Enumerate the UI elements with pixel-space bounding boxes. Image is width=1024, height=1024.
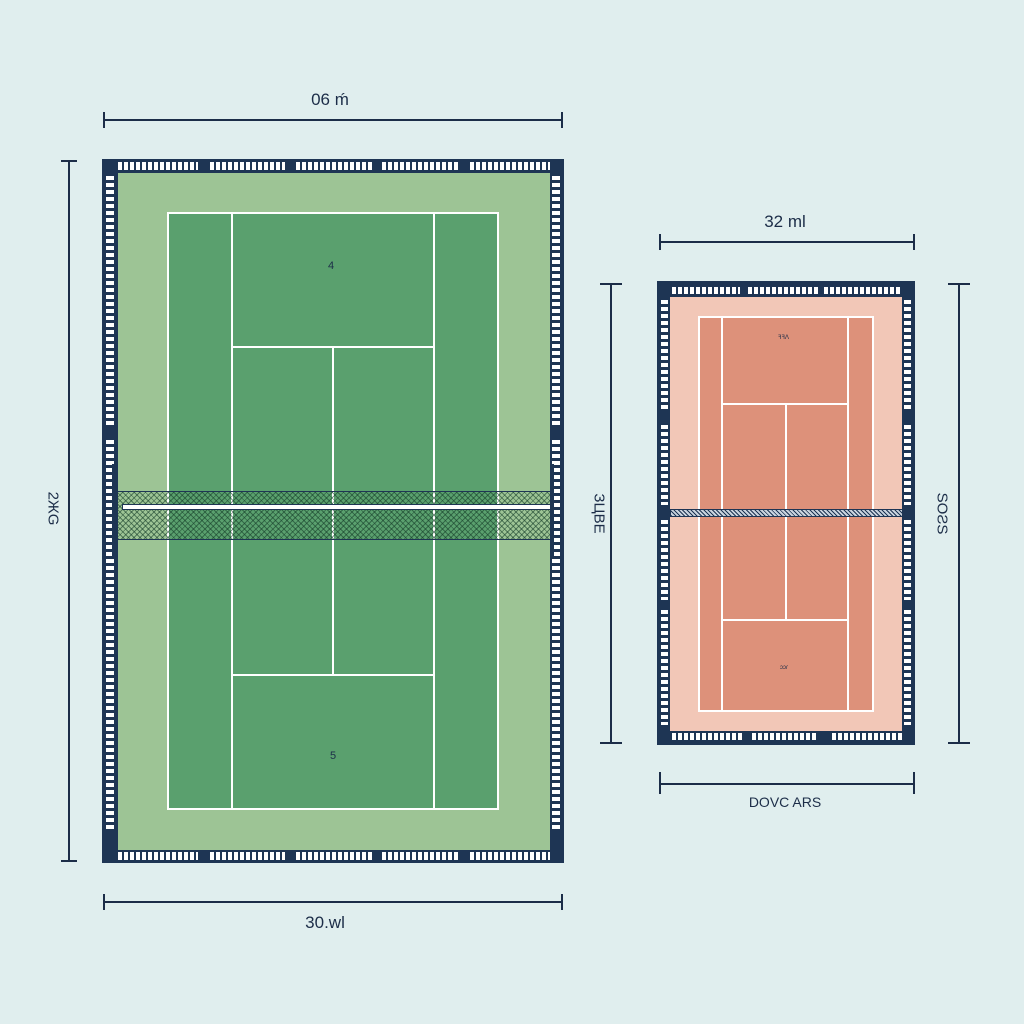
seating-column	[904, 610, 911, 725]
seating-column	[106, 176, 114, 426]
clay-left-dimension-label: ЗЦВЕ	[590, 493, 608, 534]
clay-top-dimension-label: 32 ml	[764, 212, 806, 231]
clay-bottom-dimension-line	[659, 783, 915, 785]
clay-left-dimension-line	[610, 283, 612, 743]
seating-row	[118, 852, 198, 860]
seating-row	[470, 162, 550, 170]
seating-column	[904, 425, 911, 505]
seating-column	[661, 610, 668, 725]
baseline-top	[698, 316, 874, 318]
net-post-right	[902, 506, 912, 518]
grass-side-dimension-label: 2ЖG	[44, 491, 62, 526]
clay-box-label-top: ꟻꟻꓥ	[778, 335, 790, 341]
net-tape	[122, 504, 552, 510]
seating-column	[552, 440, 560, 830]
grass-box-label-bottom: 5	[330, 750, 337, 762]
clay-right-dimension-label: SOƧS	[933, 492, 951, 535]
grass-top-dimension-label: 06 ḿ	[311, 90, 349, 109]
seating-row	[470, 852, 550, 860]
baseline-bottom	[698, 710, 874, 712]
dimension-tick	[103, 894, 105, 910]
dimension-tick	[600, 742, 622, 744]
baseline-bottom	[168, 808, 499, 810]
seating-column	[661, 300, 668, 410]
dimension-tick	[659, 234, 661, 250]
grass-bottom-dimension-line	[103, 901, 563, 903]
clay-top-dimension-line	[659, 241, 915, 243]
dimension-tick	[61, 160, 77, 162]
clay-box-label-bottom: ɔɔɾ	[780, 665, 788, 671]
clay-right-dimension-line	[958, 283, 960, 743]
baseline-top	[168, 212, 499, 214]
grass-box-label-top: 4	[328, 260, 335, 272]
net-post-right	[550, 464, 554, 558]
seating-row	[382, 852, 460, 860]
seating-row	[748, 287, 818, 294]
grass-top-dimension-line	[103, 119, 563, 121]
seating-row	[210, 162, 285, 170]
dimension-tick	[561, 112, 563, 128]
seating-row	[832, 733, 902, 740]
dimension-tick	[948, 283, 970, 285]
seating-column	[106, 440, 114, 830]
grass-side-dimension-line	[68, 160, 70, 862]
net-post-left	[112, 464, 116, 558]
dimension-tick	[103, 112, 105, 128]
seating-row	[210, 852, 285, 860]
dimension-tick	[913, 234, 915, 250]
seating-row	[672, 287, 740, 294]
clay-net	[670, 509, 904, 517]
dimension-tick	[948, 742, 970, 744]
seating-row	[296, 162, 372, 170]
seating-row	[296, 852, 372, 860]
seating-row	[824, 287, 902, 294]
dimension-tick	[561, 894, 563, 910]
seating-row	[672, 733, 744, 740]
seating-column	[904, 520, 911, 600]
clay-bottom-label: DOVC ARS	[748, 794, 822, 810]
seating-column	[661, 520, 668, 600]
grass-bottom-dimension-label: 30.wl	[305, 913, 345, 932]
seating-column	[904, 300, 911, 410]
dimension-tick	[659, 772, 661, 794]
seating-row	[118, 162, 198, 170]
seating-row	[382, 162, 460, 170]
dimension-tick	[913, 772, 915, 794]
grass-net	[118, 491, 552, 540]
seating-column	[552, 176, 560, 426]
seating-row	[752, 733, 818, 740]
dimension-tick	[600, 283, 622, 285]
dimension-tick	[61, 860, 77, 862]
seating-column	[661, 425, 668, 505]
